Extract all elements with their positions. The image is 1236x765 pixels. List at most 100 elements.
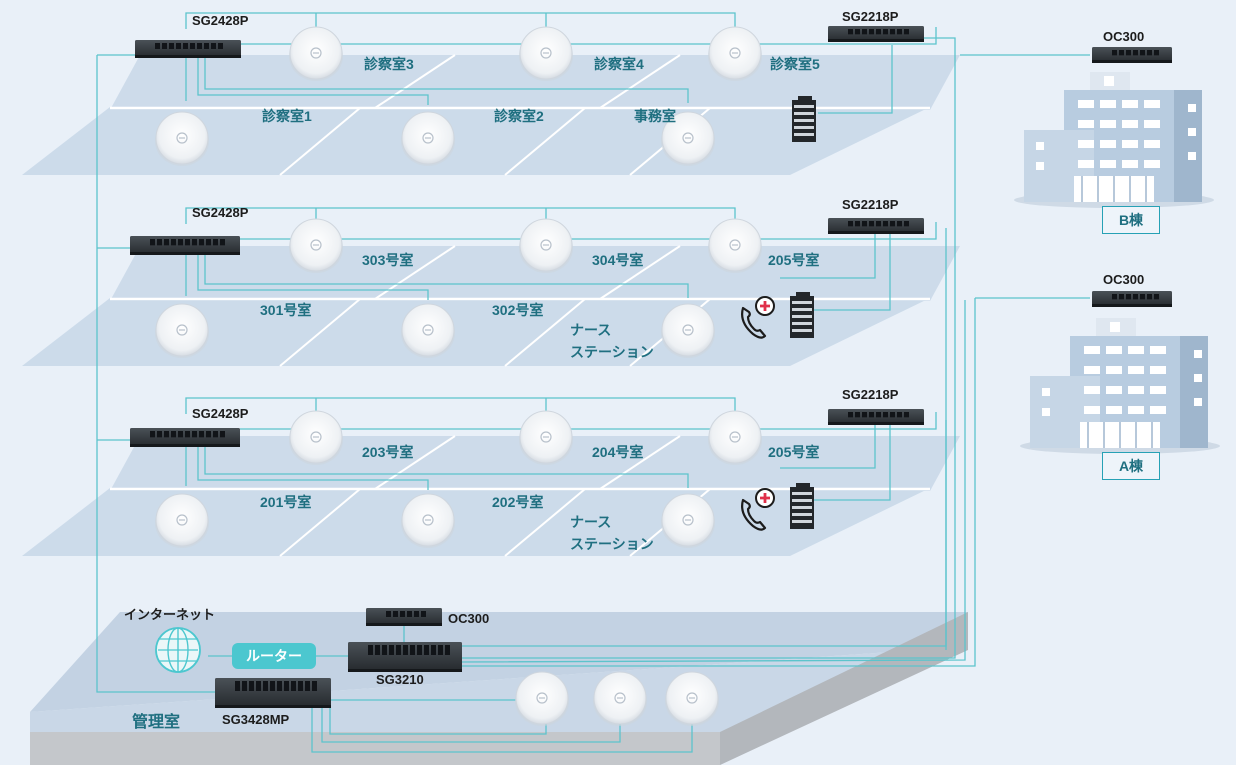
access-point-icon [155, 303, 209, 358]
switch-label-floor1-left: SG2428P [192, 13, 249, 28]
access-point-icon [515, 671, 569, 726]
access-point-icon [401, 493, 455, 548]
router: ルーター [232, 643, 316, 669]
network-link [197, 53, 429, 105]
network-link [240, 222, 937, 240]
access-point-icon [519, 410, 573, 465]
controller-icon [1092, 47, 1172, 63]
switch-label-floor2-left: SG2428P [192, 205, 249, 220]
network-link [808, 233, 891, 311]
network-link [818, 45, 893, 114]
network-link [240, 412, 937, 430]
switch-icon [828, 409, 924, 425]
access-point-icon [289, 26, 343, 81]
switch-label-floor3-left: SG2428P [192, 406, 249, 421]
room-label: 205号室 [768, 252, 820, 268]
building-b-controller-label: OC300 [1103, 29, 1145, 44]
access-point-icon [155, 111, 209, 166]
room-label: 診察室3 [364, 56, 414, 72]
network-link [185, 397, 736, 414]
access-point-icon [661, 303, 715, 358]
network-link [204, 53, 689, 103]
network-link [461, 300, 966, 663]
access-point-icon [708, 410, 762, 465]
network-link [197, 438, 429, 490]
room-label: 事務室 [634, 108, 676, 124]
access-point-icon [665, 671, 719, 726]
poe-switch-icon [215, 678, 331, 708]
access-point-icon [401, 303, 455, 358]
controller-icon [1092, 291, 1172, 307]
access-point-icon [155, 493, 209, 548]
poe-switch-label: SG3428MP [222, 712, 290, 727]
switch-label-floor2-right: SG2218P [842, 197, 899, 212]
network-link [96, 55, 215, 693]
room-label: 205号室 [768, 444, 820, 460]
controller-label: OC300 [448, 611, 490, 626]
network-link [204, 438, 689, 488]
network-link [204, 248, 689, 298]
switch-icon [130, 236, 240, 255]
access-point-icon [519, 26, 573, 81]
access-point-icon [661, 111, 715, 166]
access-point-icon [708, 218, 762, 273]
switch-icon [130, 428, 240, 447]
switch-icon [828, 26, 924, 42]
nurse-station-label-line1: ナース [570, 322, 612, 338]
nurse-station-label-line2: ステーション [570, 536, 654, 552]
network-link [808, 424, 891, 501]
printer-icon [790, 483, 814, 529]
switch-label-floor1-right: SG2218P [842, 9, 899, 24]
phone-icon [741, 488, 775, 531]
room-label: 203号室 [362, 444, 414, 460]
network-link [197, 248, 429, 300]
nurse-station-label-line2: ステーション [570, 344, 654, 360]
network-link [462, 298, 976, 667]
management-room-label: 管理室 [132, 714, 181, 731]
network-link [780, 424, 876, 469]
access-point-icon [708, 26, 762, 81]
switch-label-floor3-right: SG2218P [842, 387, 899, 402]
nurse-station-label-line1: ナース [570, 514, 612, 530]
room-label: 診察室2 [494, 108, 544, 124]
building-b-label: B棟 [1102, 206, 1160, 234]
network-link [185, 12, 736, 29]
controller-icon [366, 608, 442, 626]
printer-icon [792, 96, 816, 142]
network-link [462, 37, 956, 659]
internet-label: インターネット [124, 607, 216, 622]
room-label: 304号室 [592, 252, 644, 268]
network-link [185, 207, 736, 224]
switch-icon [828, 218, 924, 234]
access-point-icon [289, 218, 343, 273]
network-link [329, 706, 547, 735]
network-link [311, 706, 693, 753]
room-label: 301号室 [260, 302, 312, 318]
hospital-building-b-icon [1014, 72, 1214, 208]
room-label: 204号室 [592, 444, 644, 460]
room-label: 診察室5 [770, 56, 820, 72]
globe-icon [155, 627, 201, 673]
room-label: 診察室4 [594, 56, 644, 72]
access-point-icon [289, 410, 343, 465]
phone-icon [741, 296, 775, 339]
network-link [321, 706, 621, 743]
network-link [780, 233, 876, 279]
core-switch-label: SG3210 [376, 672, 424, 687]
room-label: 302号室 [492, 302, 544, 318]
network-link [240, 27, 937, 45]
building-a-label: A棟 [1102, 452, 1160, 480]
printer-icon [790, 292, 814, 338]
access-point-icon [661, 493, 715, 548]
building-a-controller-label: OC300 [1103, 272, 1145, 287]
room-label: 201号室 [260, 494, 312, 510]
access-point-icon [401, 111, 455, 166]
hospital-building-a-icon [1020, 318, 1220, 454]
access-point-icon [519, 218, 573, 273]
switch-icon [135, 40, 241, 58]
room-label: 202号室 [492, 494, 544, 510]
room-label: 診察室1 [262, 108, 312, 124]
access-point-icon [593, 671, 647, 726]
